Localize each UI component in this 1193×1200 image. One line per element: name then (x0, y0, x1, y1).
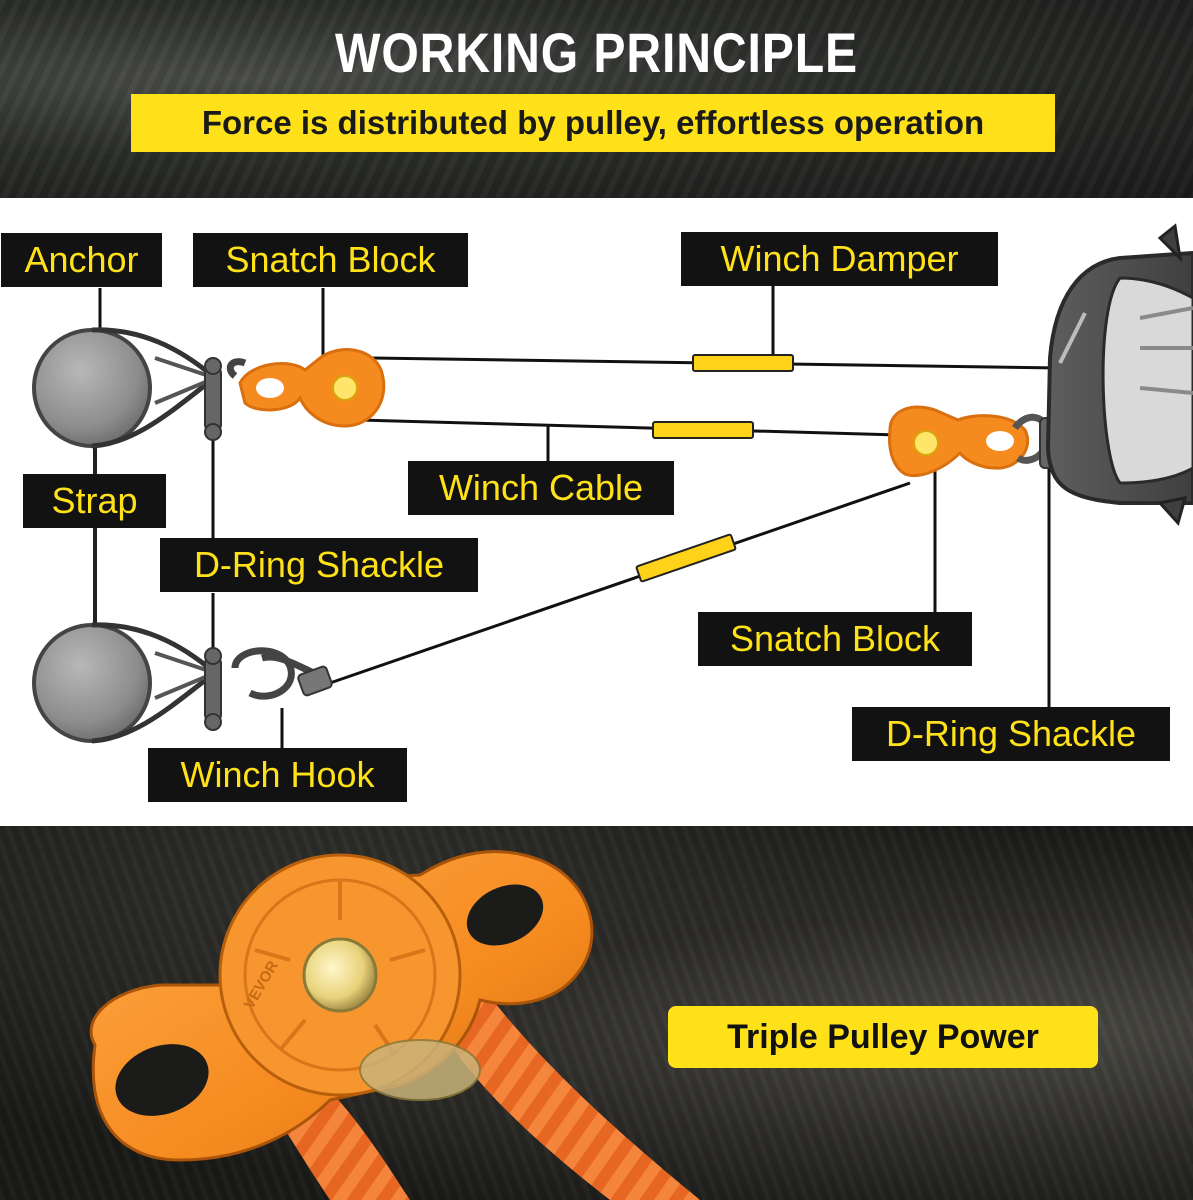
subtitle-text: Force is distributed by pulley, effortle… (201, 104, 985, 141)
label-d-ring-shackle-left: D-Ring Shackle (160, 538, 478, 592)
label-snatch-block-right: Snatch Block (698, 612, 972, 666)
label-d-ring-shackle-right: D-Ring Shackle (852, 707, 1170, 761)
label-strap: Strap (23, 474, 166, 528)
tagline-badge: Triple Pulley Power (668, 1006, 1098, 1068)
working-principle-diagram: Anchor Snatch Block Winch Damper Strap W… (0, 198, 1193, 826)
tagline-text: Triple Pulley Power (727, 1017, 1039, 1056)
label-anchor: Anchor (1, 233, 162, 287)
shackle-icon (204, 357, 222, 441)
damper-icon (635, 354, 794, 583)
snatch-block-icon (226, 348, 386, 428)
vehicle-icon (1045, 223, 1193, 527)
snatch-block-icon (888, 405, 1030, 477)
hook-latch (297, 665, 333, 697)
shackle-icon (204, 647, 222, 731)
label-winch-cable: Winch Cable (408, 461, 674, 515)
subtitle-banner: Force is distributed by pulley, effortle… (131, 94, 1055, 152)
label-winch-hook: Winch Hook (148, 748, 407, 802)
leader-lines (98, 286, 1051, 753)
diagram-illustration (32, 223, 1193, 753)
label-snatch-block-top: Snatch Block (193, 233, 468, 287)
page-title: WORKING PRINCIPLE (335, 21, 858, 84)
label-winch-damper: Winch Damper (681, 232, 998, 286)
